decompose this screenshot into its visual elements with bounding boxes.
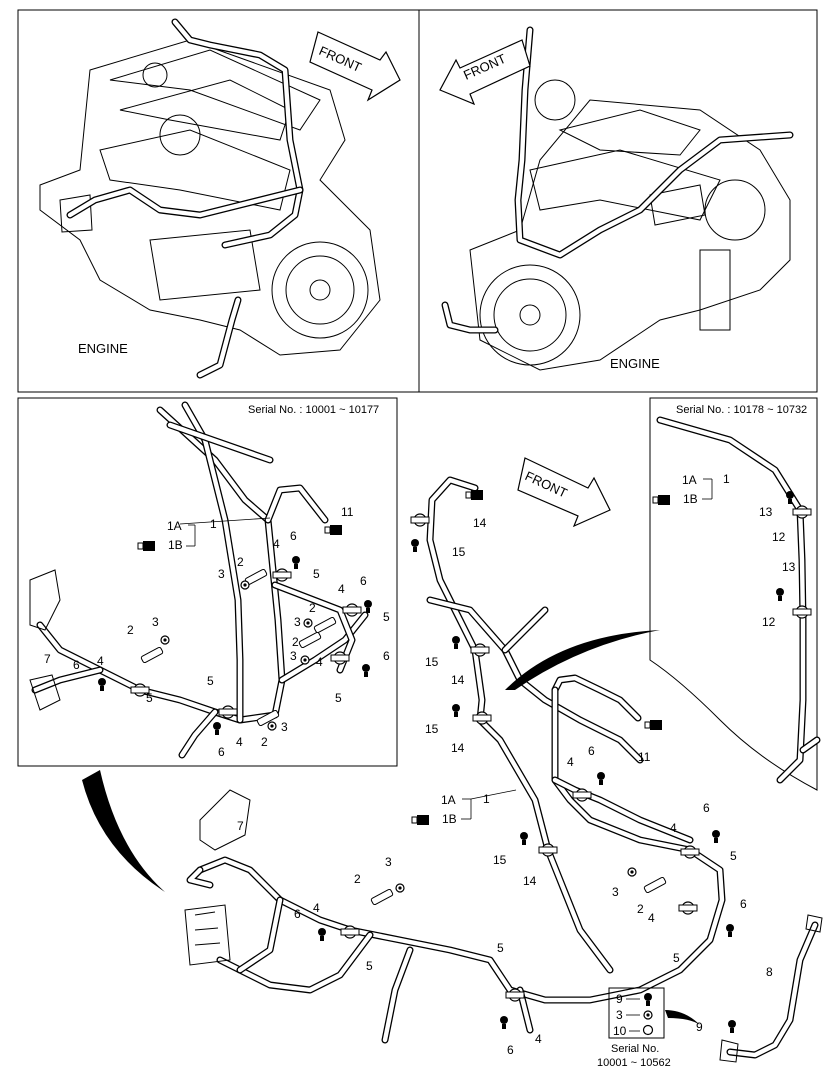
svg-text:3: 3: [290, 649, 297, 663]
svg-text:2: 2: [309, 601, 316, 615]
detail-early-callouts: 1A 1B 1 11 2 3 4 6 5 2 4 6 5 3 2 3 4 6 5…: [44, 505, 390, 759]
svg-text:4: 4: [535, 1032, 542, 1046]
svg-text:6: 6: [73, 658, 80, 672]
svg-text:4: 4: [670, 821, 677, 835]
svg-text:5: 5: [146, 691, 153, 705]
svg-text:7: 7: [237, 819, 244, 833]
svg-text:6: 6: [703, 801, 710, 815]
svg-text:9: 9: [696, 1020, 703, 1034]
svg-text:4: 4: [338, 582, 345, 596]
svg-text:2: 2: [292, 635, 299, 649]
svg-text:6: 6: [294, 907, 301, 921]
svg-text:6: 6: [588, 744, 595, 758]
detail-late-panel: [649, 397, 818, 791]
svg-text:5: 5: [730, 849, 737, 863]
svg-text:1A: 1A: [682, 473, 697, 487]
inset-serial-box: 9 3 10 Serial No. 10001 ~ 10562: [597, 987, 671, 1069]
svg-text:1: 1: [483, 792, 490, 806]
detail-late-serial: Serial No. : 10178 ~ 10732: [676, 404, 807, 416]
svg-text:3: 3: [294, 615, 301, 629]
view-indicator-arc-right: [505, 630, 660, 690]
svg-text:Serial No.: Serial No.: [611, 1043, 659, 1055]
svg-text:10001 ~ 10562: 10001 ~ 10562: [597, 1057, 671, 1069]
svg-text:1B: 1B: [442, 812, 457, 826]
svg-text:6: 6: [507, 1043, 514, 1057]
engine-right-panel: [418, 9, 818, 393]
detail-late-callouts: 1A 1B 1 13 12 13 12: [682, 472, 796, 629]
svg-text:15: 15: [425, 722, 439, 736]
main-callouts: 14 15 15 14 15 14 11 6 4 1A 1B 1 6 4 5 1…: [237, 516, 773, 1057]
svg-text:6: 6: [218, 745, 225, 759]
svg-text:1: 1: [210, 517, 217, 531]
front-arrow-left-panel: FRONT: [309, 31, 401, 102]
svg-text:2: 2: [127, 623, 134, 637]
svg-text:1A: 1A: [167, 519, 182, 533]
main-harness: [184, 476, 823, 1063]
svg-text:5: 5: [207, 674, 214, 688]
svg-text:4: 4: [313, 901, 320, 915]
svg-text:8: 8: [766, 965, 773, 979]
svg-text:1B: 1B: [168, 538, 183, 552]
svg-text:3: 3: [612, 885, 619, 899]
svg-text:5: 5: [335, 691, 342, 705]
detail-early-panel: [17, 397, 398, 767]
svg-text:14: 14: [523, 874, 537, 888]
svg-text:12: 12: [762, 615, 776, 629]
svg-text:5: 5: [313, 567, 320, 581]
svg-text:6: 6: [740, 897, 747, 911]
svg-text:14: 14: [473, 516, 487, 530]
svg-text:11: 11: [638, 750, 651, 764]
svg-text:4: 4: [236, 735, 243, 749]
detail-early-serial: Serial No. : 10001 ~ 10177: [248, 404, 379, 416]
svg-text:3: 3: [152, 615, 159, 629]
svg-text:13: 13: [759, 505, 773, 519]
engine-left-label: ENGINE: [78, 341, 128, 356]
svg-text:15: 15: [452, 545, 466, 559]
svg-text:6: 6: [290, 529, 297, 543]
svg-text:5: 5: [673, 951, 680, 965]
svg-text:2: 2: [237, 555, 244, 569]
svg-text:15: 15: [493, 853, 507, 867]
svg-text:14: 14: [451, 673, 465, 687]
svg-text:3: 3: [281, 720, 288, 734]
svg-text:4: 4: [567, 755, 574, 769]
engine-right-illustration: [441, 26, 794, 371]
engine-right-label: ENGINE: [610, 356, 660, 371]
svg-text:5: 5: [497, 941, 504, 955]
svg-text:5: 5: [383, 610, 390, 624]
svg-text:4: 4: [273, 537, 280, 551]
svg-text:4: 4: [97, 654, 104, 668]
engine-left-illustration: [39, 18, 381, 379]
svg-text:3: 3: [616, 1008, 623, 1022]
svg-text:9: 9: [616, 992, 623, 1006]
svg-text:14: 14: [451, 741, 465, 755]
svg-text:15: 15: [425, 655, 439, 669]
view-indicator-arc-left: [82, 770, 165, 892]
svg-text:11: 11: [341, 505, 354, 519]
svg-text:2: 2: [637, 902, 644, 916]
svg-text:3: 3: [385, 855, 392, 869]
svg-text:4: 4: [316, 655, 323, 669]
detail-early-parts: [98, 524, 372, 735]
svg-text:7: 7: [44, 652, 51, 666]
svg-text:5: 5: [366, 959, 373, 973]
front-arrow-right-panel: FRONT: [439, 39, 531, 106]
svg-text:4: 4: [648, 911, 655, 925]
detail-late-harness: [652, 416, 821, 784]
svg-text:2: 2: [354, 872, 361, 886]
svg-text:1A: 1A: [441, 793, 456, 807]
svg-text:1B: 1B: [683, 492, 698, 506]
inset-pointer-arc: [665, 1010, 700, 1025]
svg-text:10: 10: [613, 1024, 627, 1038]
svg-text:6: 6: [360, 574, 367, 588]
svg-text:2: 2: [261, 735, 268, 749]
svg-text:6: 6: [383, 649, 390, 663]
svg-text:12: 12: [772, 530, 786, 544]
main-front-arrow: FRONT: [517, 457, 611, 528]
svg-text:3: 3: [218, 567, 225, 581]
svg-text:13: 13: [782, 560, 796, 574]
svg-text:1: 1: [723, 472, 730, 486]
